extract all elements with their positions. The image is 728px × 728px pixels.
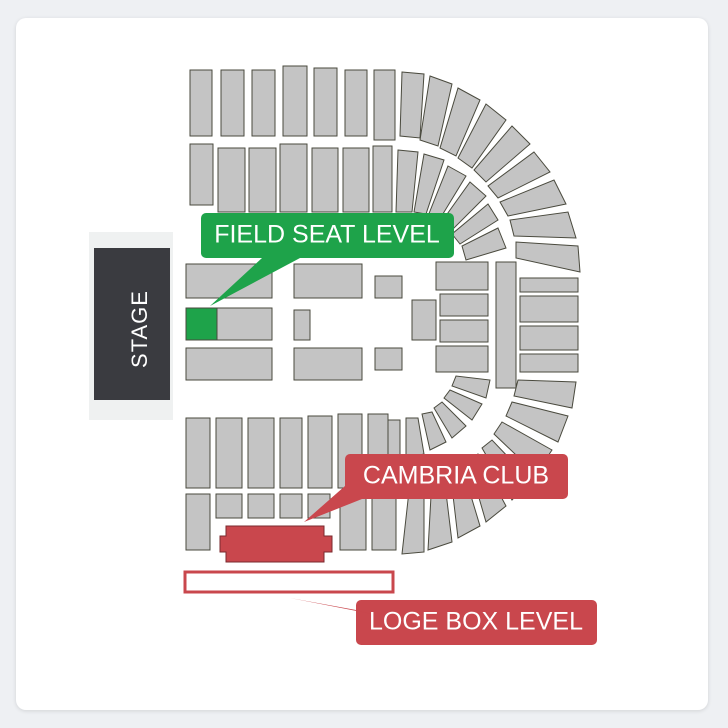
section[interactable] [293, 263, 363, 299]
upper-left-sections [189, 65, 396, 213]
section[interactable] [435, 261, 489, 291]
section[interactable] [374, 275, 403, 299]
loge-box-highlight[interactable] [183, 570, 395, 594]
section[interactable] [251, 69, 276, 137]
loge-box-callout[interactable]: LOGE BOX LEVEL [290, 598, 597, 645]
section[interactable] [433, 401, 467, 439]
section[interactable] [439, 87, 481, 157]
section[interactable] [457, 103, 507, 169]
section[interactable] [473, 125, 531, 183]
section[interactable] [451, 375, 491, 399]
loge-box-pointer [290, 598, 372, 614]
section[interactable] [293, 347, 363, 381]
lower-left-sections [183, 413, 397, 594]
field-seat-pointer [210, 258, 300, 306]
section[interactable] [279, 493, 303, 519]
section[interactable] [405, 417, 425, 459]
section[interactable] [509, 211, 577, 239]
section[interactable] [307, 415, 333, 489]
section[interactable] [247, 493, 275, 519]
loge-box-label: LOGE BOX LEVEL [369, 608, 583, 636]
section[interactable] [439, 293, 489, 317]
right-sections [411, 261, 579, 389]
section[interactable] [515, 241, 581, 273]
section[interactable] [411, 299, 437, 341]
field-sections [185, 263, 403, 381]
field-seat-highlight[interactable] [185, 307, 218, 341]
section[interactable] [217, 147, 246, 213]
field-seat-label: FIELD SEAT LEVEL [214, 221, 440, 249]
section[interactable] [419, 75, 453, 147]
section[interactable] [373, 69, 396, 141]
section[interactable] [313, 67, 338, 137]
cambria-club-callout[interactable]: CAMBRIA CLUB [304, 454, 568, 522]
section[interactable] [247, 417, 275, 489]
section[interactable] [495, 261, 517, 389]
cambria-club-pointer [304, 486, 362, 522]
section[interactable] [443, 389, 483, 421]
section[interactable] [185, 347, 273, 381]
section[interactable] [279, 417, 303, 489]
section[interactable] [519, 353, 579, 373]
section[interactable] [189, 143, 214, 206]
section[interactable] [513, 379, 577, 409]
section[interactable] [395, 149, 419, 213]
section[interactable] [344, 69, 368, 137]
section[interactable] [215, 417, 243, 489]
section[interactable] [185, 417, 211, 489]
cambria-club-label: CAMBRIA CLUB [363, 462, 549, 490]
section[interactable] [519, 277, 579, 293]
section[interactable] [220, 69, 245, 137]
section[interactable] [293, 309, 311, 341]
section[interactable] [439, 319, 489, 343]
loge-box-callout-box [356, 600, 597, 645]
section[interactable] [487, 151, 551, 199]
section[interactable] [215, 493, 243, 519]
section[interactable] [311, 147, 339, 213]
stage-block[interactable] [94, 248, 170, 400]
section[interactable] [282, 65, 308, 137]
section[interactable] [421, 411, 447, 451]
cambria-club-callout-box [345, 454, 568, 499]
section[interactable] [371, 493, 397, 551]
section[interactable] [374, 347, 403, 371]
section[interactable] [519, 325, 579, 351]
section[interactable] [372, 145, 393, 213]
field-seat-callout-box [201, 213, 454, 258]
stage-label: STAGE [127, 290, 152, 368]
section[interactable] [248, 147, 277, 213]
section[interactable] [185, 493, 211, 551]
section[interactable] [189, 69, 213, 137]
section[interactable] [499, 179, 567, 217]
stage-area[interactable]: STAGE [89, 232, 173, 420]
field-seat-callout[interactable]: FIELD SEAT LEVEL [201, 213, 454, 306]
section[interactable] [399, 71, 425, 139]
section[interactable] [279, 143, 308, 213]
cambria-club-highlight[interactable] [219, 525, 333, 563]
section[interactable] [461, 227, 507, 261]
section[interactable] [519, 295, 579, 323]
section[interactable] [451, 203, 499, 245]
section[interactable] [505, 401, 569, 443]
curve-sections [395, 71, 581, 273]
section[interactable] [342, 147, 370, 213]
section[interactable] [435, 345, 489, 373]
